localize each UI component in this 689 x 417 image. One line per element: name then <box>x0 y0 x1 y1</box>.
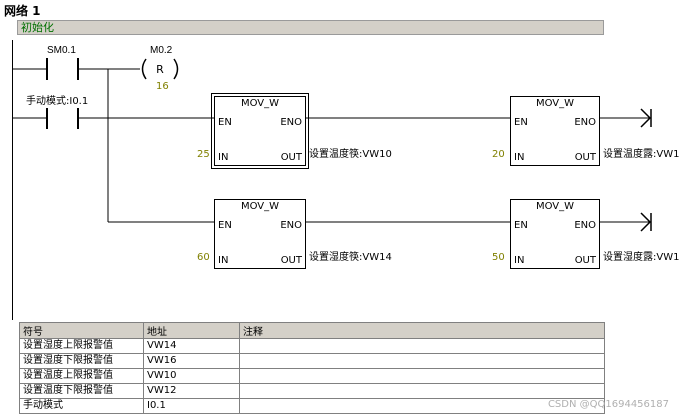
reset-coil[interactable]: R <box>136 57 186 81</box>
block-name: MOV_W <box>240 201 280 212</box>
pin-en: EN <box>218 220 232 231</box>
manual-mode-label: 手动模式:I0.1 <box>26 96 89 107</box>
rung-end-icon <box>640 108 652 128</box>
manual-mode-contact[interactable] <box>44 106 82 132</box>
block-2-out-value[interactable]: 设置温度露:VW1 <box>603 149 680 160</box>
sm01-label: SM0.1 <box>47 45 76 56</box>
col-header-symbol[interactable]: 符号 <box>19 322 144 339</box>
comment-cell <box>239 353 605 369</box>
comment-cell <box>239 383 605 399</box>
rung-end-icon <box>640 212 652 232</box>
symbol-table: 符号 地址 注释 设置湿度上限报警值 VW14 设置湿度下限报警值 VW16 设… <box>19 322 605 414</box>
pin-out: OUT <box>280 152 302 163</box>
pin-eno: ENO <box>574 220 596 231</box>
pin-out: OUT <box>280 255 302 266</box>
mov-w-block-1[interactable]: MOV_W EN ENO IN OUT <box>211 93 309 169</box>
symbol-cell: 手动模式 <box>19 398 144 414</box>
comment-cell <box>239 368 605 384</box>
pin-eno: ENO <box>574 117 596 128</box>
pin-en: EN <box>514 220 528 231</box>
pin-en: EN <box>514 117 528 128</box>
pin-in: IN <box>514 255 525 266</box>
mov-w-block-2[interactable]: MOV_W EN ENO IN OUT <box>510 96 600 166</box>
coil-count: 16 <box>156 81 169 92</box>
symbol-cell: 设置温度上限报警值 <box>19 368 144 384</box>
col-header-comment[interactable]: 注释 <box>239 322 605 339</box>
coil-address: M0.2 <box>150 45 173 56</box>
mov-w-block-3[interactable]: MOV_W EN ENO IN OUT <box>214 199 306 269</box>
address-cell: I0.1 <box>143 398 240 414</box>
symbol-table-header: 符号 地址 注释 <box>19 322 605 339</box>
network-title: 网络 1 <box>4 4 41 18</box>
pin-in: IN <box>218 152 229 163</box>
col-header-address[interactable]: 地址 <box>143 322 240 339</box>
address-cell: VW16 <box>143 353 240 369</box>
pin-eno: ENO <box>280 220 302 231</box>
pin-out: OUT <box>574 255 596 266</box>
table-row[interactable]: 设置温度上限报警值 VW10 <box>19 368 605 384</box>
address-cell: VW12 <box>143 383 240 399</box>
comment-cell <box>239 338 605 354</box>
pin-en: EN <box>218 117 232 128</box>
sm01-contact[interactable] <box>44 56 82 82</box>
watermark: CSDN @QQ1694456187 <box>547 399 669 410</box>
block-1-out-value[interactable]: 设置温度筷:VW10 <box>309 149 392 160</box>
address-cell: VW10 <box>143 368 240 384</box>
block-3-out-value[interactable]: 设置湿度筷:VW14 <box>309 252 392 263</box>
table-row[interactable]: 设置湿度上限报警值 VW14 <box>19 338 605 354</box>
network-comment[interactable]: 初始化 <box>17 20 604 35</box>
power-rail <box>12 40 13 320</box>
block-name: MOV_W <box>240 98 280 109</box>
block-4-out-value[interactable]: 设置湿度露:VW1 <box>603 252 680 263</box>
block-1-in-value[interactable]: 25 <box>197 149 210 160</box>
pin-eno: ENO <box>280 117 302 128</box>
block-3-in-value[interactable]: 60 <box>197 252 210 263</box>
block-2-in-value[interactable]: 20 <box>492 149 505 160</box>
table-row[interactable]: 设置湿度下限报警值 VW16 <box>19 353 605 369</box>
pin-in: IN <box>514 152 525 163</box>
mov-w-block-4[interactable]: MOV_W EN ENO IN OUT <box>510 199 600 269</box>
table-row[interactable]: 手动模式 I0.1 <box>19 398 605 414</box>
block-name: MOV_W <box>535 98 575 109</box>
address-cell: VW14 <box>143 338 240 354</box>
pin-in: IN <box>218 255 229 266</box>
symbol-cell: 设置湿度上限报警值 <box>19 338 144 354</box>
comment-cell <box>239 398 605 414</box>
coil-type: R <box>156 63 164 76</box>
table-row[interactable]: 设置温度下限报警值 VW12 <box>19 383 605 399</box>
block-4-in-value[interactable]: 50 <box>492 252 505 263</box>
network-comment-text: 初始化 <box>21 21 54 34</box>
block-name: MOV_W <box>535 201 575 212</box>
symbol-cell: 设置温度下限报警值 <box>19 383 144 399</box>
symbol-cell: 设置湿度下限报警值 <box>19 353 144 369</box>
pin-out: OUT <box>574 152 596 163</box>
